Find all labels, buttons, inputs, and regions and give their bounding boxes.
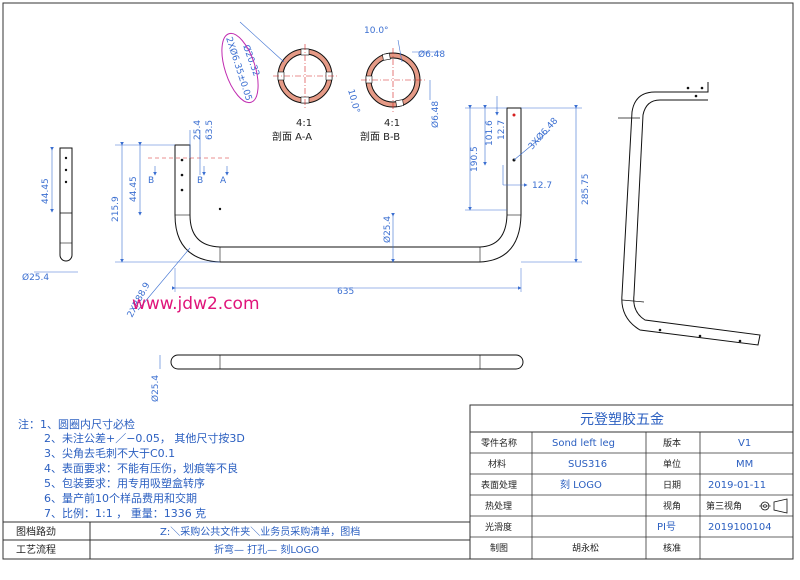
archive-label: 图档路劲: [16, 525, 56, 538]
third-angle-projection-icon: [759, 498, 788, 514]
note-line: 注：1、圆圈内尺寸必检: [18, 417, 135, 431]
tb-value-version: V1: [738, 438, 751, 449]
section-a-view: Ø20.32 2XØ6.35±0.05 4:1 剖面 A-A: [221, 21, 337, 143]
tb-value-surface: 刻 LOGO: [560, 478, 602, 491]
tb-value-drafter: 胡永松: [572, 542, 599, 554]
note-line: 3、尖角去毛刺不大于C0.1: [44, 446, 175, 460]
section-marker-b-left: B: [148, 176, 154, 186]
front-dim-44-45: 44.45: [129, 176, 139, 202]
tb-label-pi: PI号: [657, 521, 676, 533]
section-b-label: 剖面 B-B: [360, 130, 400, 143]
section-marker-a: A: [220, 176, 227, 186]
tb-value-date: 2019-01-11: [708, 480, 766, 491]
front-dim-215-9: 215.9: [111, 196, 121, 222]
note-line: 4、表面要求：不能有压伤，划痕等不良: [44, 461, 238, 475]
right-dim-285-75: 285.75: [581, 174, 591, 206]
note-line: 5、包装要求：用专用吸塑盒转序: [44, 476, 205, 490]
front-dim-diameter: Ø25.4: [382, 216, 393, 243]
front-dim-63-5: 63.5: [205, 120, 215, 140]
tb-label-surface: 表面处理: [481, 479, 517, 491]
company-name: 元登塑胶五金: [580, 411, 664, 428]
tb-label-approve: 核准: [663, 542, 681, 554]
tb-value-material: SUS316: [568, 459, 607, 470]
tb-label-smoothness: 光滑度: [485, 521, 512, 533]
tb-label-part-name: 零件名称: [481, 437, 517, 449]
side-profile-view: [618, 82, 761, 346]
section-a-label: 剖面 A-A: [272, 130, 312, 143]
front-dim-25-4: 25.4: [193, 120, 203, 140]
watermark-text: www.jdw2.com: [132, 294, 260, 314]
title-block: 元登塑胶五金 零件名称 Sond left leg 版本 V1 材料 SUS31…: [469, 404, 794, 560]
tb-value-pi: 2019100104: [708, 522, 772, 533]
bottom-dim-diameter: Ø25.4: [150, 375, 161, 402]
tb-label-material: 材料: [488, 458, 506, 470]
section-b-view: 10.0° 10.0° Ø6.48 Ø6.48 4:1 剖面 B-B: [345, 26, 445, 143]
critical-dim-circle: [221, 32, 259, 104]
tb-label-unit: 单位: [663, 458, 681, 470]
section-b-angle-bottom: 10.0°: [345, 88, 361, 114]
left-side-dim-height: 44.45: [41, 178, 51, 204]
tb-label-date: 日期: [663, 480, 681, 491]
tb-value-view: 第三视角: [706, 500, 742, 512]
archive-value: Z:＼采购公共文件夹＼业务员采购清单，图档: [160, 525, 360, 538]
right-dim-190-5: 190.5: [470, 146, 480, 172]
front-dim-overall-width: 635: [337, 287, 354, 297]
right-dim-101-6: 101.6: [485, 120, 495, 146]
front-view: B B A 25.4 63.5 215.9 44.45 Ø25.4 2XR88.…: [111, 107, 522, 319]
tb-label-view: 视角: [663, 500, 681, 512]
process-value: 折弯— 打孔— 刻LOGO: [214, 543, 319, 556]
section-b-angle-top: 10.0°: [364, 26, 389, 36]
note-line: 6、量产前10个样品费用和交期: [44, 491, 197, 505]
right-dim-holes: 3XØ6.48: [526, 115, 560, 152]
sheet-border: [2, 2, 794, 560]
left-side-dim-diameter: Ø25.4: [22, 272, 49, 283]
tb-label-heat: 热处理: [485, 500, 512, 512]
section-b-dim-hole-right: Ø6.48: [430, 101, 441, 128]
tb-value-unit: MM: [736, 459, 753, 470]
right-side-dims: 190.5 101.6 12.7 3XØ6.48 12.7 285.75: [465, 96, 591, 263]
section-b-dim-hole-top: Ø6.48: [418, 49, 445, 60]
bottom-info-rows: 图档路劲 Z:＼采购公共文件夹＼业务员采购清单，图档 工艺流程 折弯— 打孔— …: [3, 521, 470, 559]
note-line: 7、比例：1:1 ， 重量：1336 克: [44, 506, 206, 520]
section-b-scale: 4:1: [384, 118, 400, 129]
right-dim-12-7-top: 12.7: [497, 120, 507, 140]
tb-label-version: 版本: [663, 437, 681, 449]
right-dim-12-7-side: 12.7: [532, 181, 552, 191]
section-marker-b-right: B: [197, 176, 203, 186]
left-side-view: 44.45 Ø25.4: [22, 147, 78, 283]
bottom-view: Ø25.4: [150, 354, 524, 402]
notes-block: 注：1、圆圈内尺寸必检 2、未注公差+／−0.05， 其他尺寸按3D 3、尖角去…: [18, 417, 245, 520]
section-a-scale: 4:1: [296, 118, 312, 129]
tb-value-part-name: Sond left leg: [552, 438, 615, 449]
note-line: 2、未注公差+／−0.05， 其他尺寸按3D: [44, 431, 245, 445]
process-label: 工艺流程: [16, 543, 56, 556]
tb-label-drafter: 制图: [490, 542, 508, 554]
